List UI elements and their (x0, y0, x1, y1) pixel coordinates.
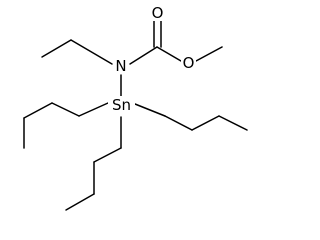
bond-butyl2-c3-c4 (218, 115, 248, 131)
butyl-chain-3 (65, 116, 122, 211)
atom-label-tin: Sn (108, 96, 135, 114)
bond-ester-oxygen-methyl (195, 46, 223, 62)
oxygen-carbonyl-label: O (152, 4, 164, 22)
bond-butyl1-c2-c3 (23, 102, 53, 119)
bond-butyl2-c2-c3 (191, 115, 220, 131)
nitrogen-label: N (115, 57, 126, 75)
oxygen-ester-label: O (183, 54, 195, 72)
butyl-chain-2 (134, 103, 248, 131)
bond-butyl3-c3-c4 (65, 193, 95, 211)
bond-sn-butyl2-c1 (134, 103, 166, 117)
bond-carbonyl-ester-oxygen (156, 46, 182, 62)
bond-n-carbonyl-carbon (129, 46, 158, 65)
atom-label-oxygen-carbonyl: O (150, 4, 165, 22)
bond-ethyl-ch2-n (70, 39, 113, 65)
bond-butyl1-c1-c2 (51, 102, 80, 117)
bond-sn-butyl1-c1 (78, 102, 109, 117)
atom-label-oxygen-ester: O (181, 54, 196, 72)
bond-butyl2-c1-c2 (164, 115, 193, 131)
ethyl-group (41, 39, 113, 65)
atom-label-nitrogen: N (113, 57, 129, 75)
chemical-structure: O O N Sn (23, 4, 248, 211)
tin-label: Sn (112, 96, 131, 114)
bond-ethyl-ch3-ch2 (41, 39, 72, 58)
bond-butyl3-c1-c2 (93, 147, 122, 163)
carbamate-group (129, 17, 223, 65)
butyl-chain-1 (23, 102, 109, 149)
